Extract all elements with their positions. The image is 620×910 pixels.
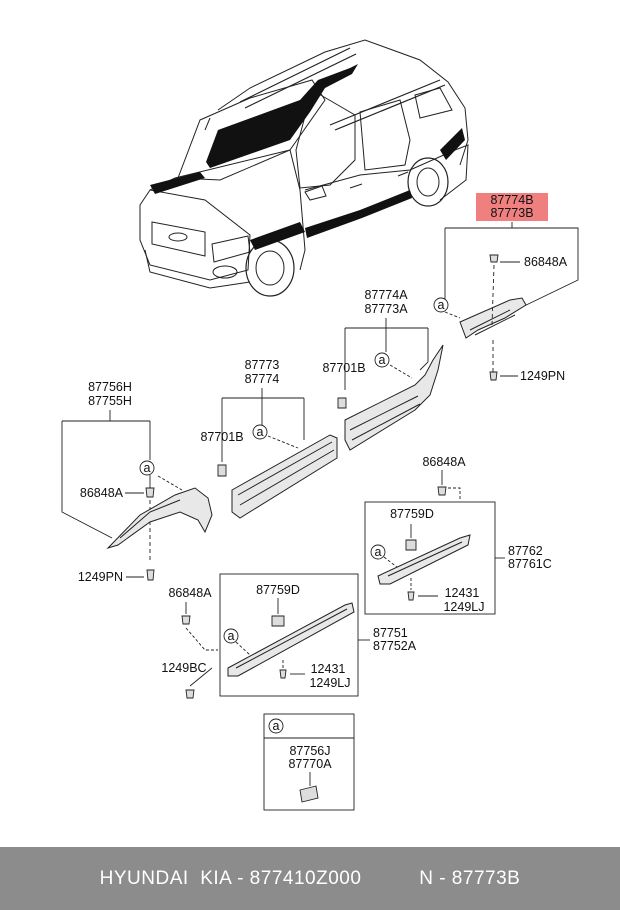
callout-detail-letter: a <box>273 719 280 733</box>
rear-lower-retainer <box>405 539 417 551</box>
rear-lower-molding <box>377 534 471 585</box>
rear-lower-clip-group <box>437 470 461 500</box>
callout-rear-door <box>374 352 390 368</box>
rear-top-fasteners <box>489 254 520 381</box>
label-rear-lower-clip: 86848A <box>422 455 466 469</box>
label-fender-1: 87756H <box>88 380 132 394</box>
fender-screw <box>146 569 155 581</box>
label-fender-clip: 86848A <box>80 486 124 500</box>
fender-molding <box>106 487 213 550</box>
label-fender-screw: 1249PN <box>78 570 123 584</box>
label-front-lower-clip: 86848A <box>168 586 212 600</box>
rear-door-leader <box>344 318 429 390</box>
rear-door-molding <box>344 344 444 451</box>
highlighted-part-label-box <box>476 193 548 221</box>
label-rear-door-1: 87774A <box>364 288 408 302</box>
label-front-lower-retainer: 87759D <box>256 583 300 597</box>
rear-top-leader <box>444 222 579 319</box>
fender-leader <box>61 410 183 578</box>
label-rear-lower-screw-2: 1249LJ <box>443 600 484 614</box>
footer-part-ref: N - 87773B <box>419 867 521 889</box>
label-rear-clip: 86848A <box>524 255 568 269</box>
label-rear-lower-part-1: 87762 <box>508 544 543 558</box>
fender-clip <box>145 487 155 498</box>
label-rear-screw: 1249PN <box>520 369 565 383</box>
callout-rear-lower <box>370 544 386 560</box>
rear-lower-screw <box>407 578 438 601</box>
callout-rear-lower-letter: a <box>375 545 382 559</box>
front-lower-box <box>219 573 359 697</box>
front-lower-bolt <box>185 667 213 699</box>
vehicle-illustration <box>139 39 469 297</box>
front-door-leader <box>221 388 305 462</box>
footer-spacer <box>361 868 419 890</box>
footer-brand-number: HYUNDAI KIA - 877410Z000 <box>99 867 362 889</box>
label-detail-part-1: 87756J <box>289 744 330 758</box>
callout-rear-top-letter: a <box>438 298 445 312</box>
parts-diagram: 87774B 87773B a 86848A 1249PN 87774A 877… <box>61 39 579 811</box>
detail-clip <box>299 785 319 803</box>
callout-fender <box>139 460 155 476</box>
label-front-lower-screw-1: 12431 <box>311 662 346 676</box>
part-number-footer: HYUNDAI KIA - 877410Z000 N - 87773B <box>0 847 620 910</box>
callout-front-lower <box>223 628 239 644</box>
front-lower-clip-group <box>181 602 218 651</box>
label-front-door-1: 87773 <box>245 358 280 372</box>
label-rear-door-2: 87773A <box>364 302 408 316</box>
label-rear-lower-part-2: 87761C <box>508 557 552 571</box>
callout-fender-letter: a <box>144 461 151 475</box>
label-rear-top-2: 87773B <box>490 206 533 220</box>
callout-front-door <box>252 424 268 440</box>
label-rear-lower-retainer: 87759D <box>390 507 434 521</box>
front-lower-molding <box>227 602 355 677</box>
label-front-lower-bolt: 1249BC <box>161 661 206 675</box>
front-door-molding <box>231 434 338 519</box>
label-rear-lower-screw-1: 12431 <box>445 586 480 600</box>
label-front-door-2: 87774 <box>245 372 280 386</box>
label-front-lower-screw-2: 1249LJ <box>309 676 350 690</box>
clip-87701-upper <box>337 397 347 409</box>
callout-rear-door-letter: a <box>379 353 386 367</box>
highlighted-trim-areas <box>150 64 465 250</box>
callout-front-lower-letter: a <box>228 629 235 643</box>
clip-87701-lower <box>217 464 227 477</box>
callout-rear-top <box>433 297 449 313</box>
label-front-lower-part-2: 87752A <box>373 639 417 653</box>
label-fender-2: 87755H <box>88 394 132 408</box>
label-clip-87701-upper: 87701B <box>322 361 365 375</box>
label-front-lower-part-1: 87751 <box>373 626 408 640</box>
callout-front-door-letter: a <box>257 425 264 439</box>
label-clip-87701-lower: 87701B <box>200 430 243 444</box>
label-detail-part-2: 87770A <box>288 757 332 771</box>
detail-box <box>263 713 355 811</box>
label-rear-top-1: 87774B <box>490 193 533 207</box>
front-lower-screw <box>279 660 305 679</box>
front-lower-retainer <box>271 615 285 627</box>
rear-top-molding <box>459 297 527 339</box>
callout-detail <box>268 718 284 734</box>
